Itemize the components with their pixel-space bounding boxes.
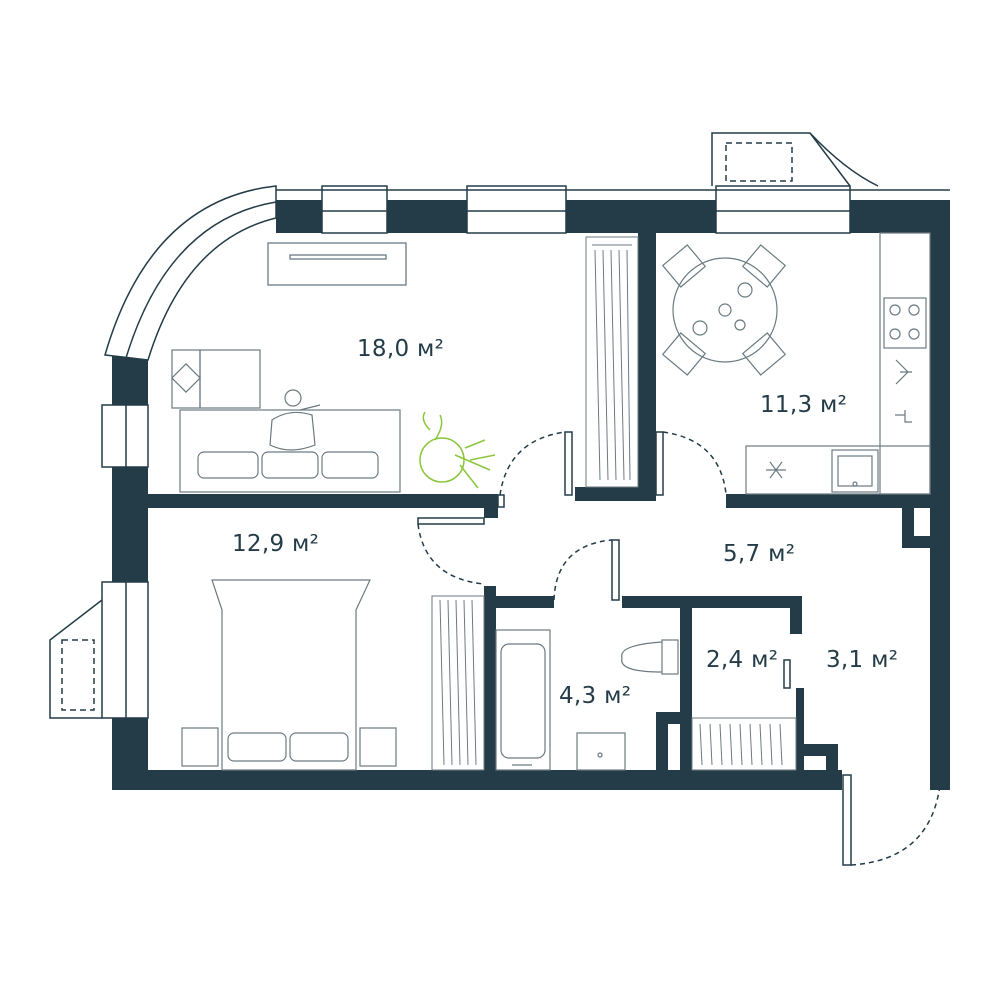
washing-machine-icon	[766, 359, 912, 479]
person-icon	[269, 389, 321, 451]
balcony-icon	[49, 132, 879, 719]
kitchen-counter	[745, 232, 931, 495]
stove-icon	[883, 297, 927, 349]
doors	[417, 431, 941, 866]
walls	[112, 200, 950, 790]
sink-icon	[831, 449, 879, 493]
bathroom-area: 4,3 м²	[559, 683, 632, 709]
dining-table-icon	[661, 244, 787, 376]
bedroom-area: 12,9 м²	[232, 531, 320, 557]
wardrobe-icon	[691, 717, 797, 771]
windows	[101, 185, 950, 719]
sink-icon	[576, 732, 626, 771]
wc-area: 2,4 м²	[706, 647, 779, 673]
hall-area: 5,7 м²	[723, 541, 796, 567]
kitchen-area: 11,3 м²	[760, 392, 848, 418]
storage-area: 3,1 м²	[826, 647, 899, 673]
living-room-area: 18,0 м²	[357, 336, 445, 362]
wardrobe-icon	[431, 595, 485, 771]
bed-icon	[181, 579, 397, 771]
tv-icon	[267, 242, 407, 286]
bathtub-icon	[495, 629, 551, 771]
wardrobe-icon	[585, 236, 639, 488]
plant-icon	[419, 411, 496, 489]
toilet-icon	[621, 639, 679, 675]
sofa-icon	[171, 349, 401, 493]
